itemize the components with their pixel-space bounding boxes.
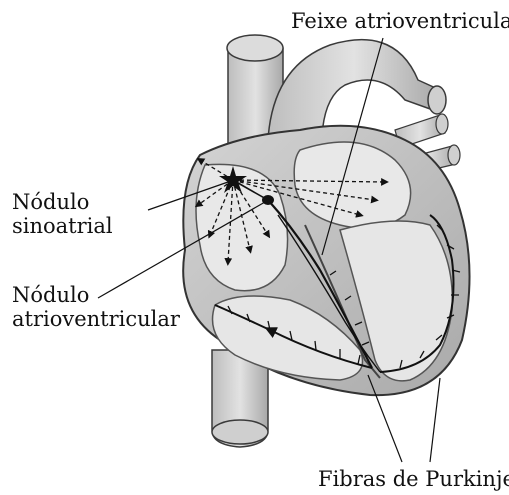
label-fibras-text: Fibras de Purkinje: [318, 467, 509, 491]
label-sinoatrial-line2: sinoatrial: [12, 214, 113, 238]
label-nodulo-atrioventricular: Nódulo atrioventricular: [12, 283, 180, 331]
label-atrioventricular-line1: Nódulo: [12, 283, 180, 307]
atrioventricular-node: [262, 195, 274, 205]
label-sinoatrial-line1: Nódulo: [12, 190, 113, 214]
label-feixe-text: Feixe atrioventricular: [291, 9, 509, 33]
label-fibras-de-purkinje: Fibras de Purkinje: [318, 467, 509, 491]
leader-purkinje-2: [430, 378, 440, 462]
label-nodulo-sinoatrial: Nódulo sinoatrial: [12, 190, 113, 238]
label-atrioventricular-line2: atrioventricular: [12, 307, 180, 331]
label-feixe-atrioventricular: Feixe atrioventricular: [291, 9, 509, 33]
